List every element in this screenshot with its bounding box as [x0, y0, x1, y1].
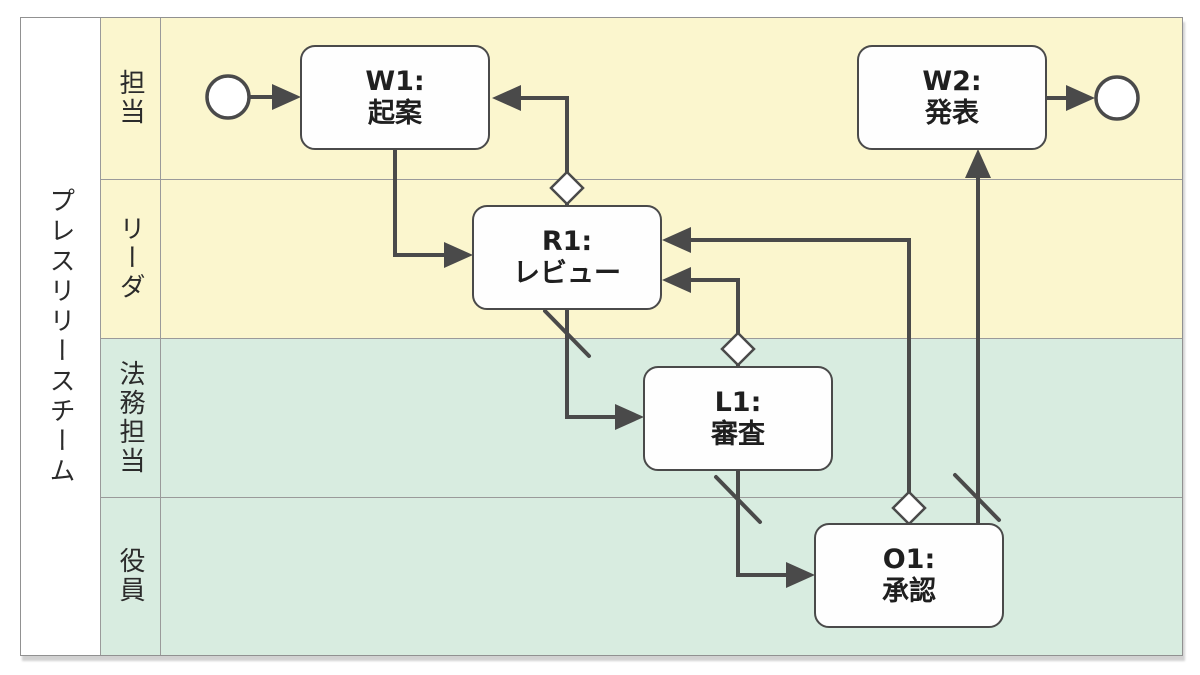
task-r1-review: R1: レビュー	[472, 205, 662, 310]
task-w2-id: W2:	[922, 65, 982, 97]
lane-label-cell-legal: 法務担当	[101, 339, 161, 497]
lane-leader: リーダ	[101, 178, 1182, 338]
task-o1-label: 承認	[882, 575, 936, 607]
lane-label-cell-leader: リーダ	[101, 179, 161, 338]
pool-title: プレスリリースチーム	[45, 186, 75, 487]
task-o1-id: O1:	[882, 543, 936, 575]
task-w1-draft: W1: 起案	[300, 45, 490, 150]
lane-label-leader: リーダ	[115, 215, 145, 303]
lane-body-leader	[161, 179, 1182, 338]
lane-label-legal: 法務担当	[115, 359, 145, 476]
lane-executive: 役員	[101, 496, 1182, 655]
task-r1-id: R1:	[541, 225, 593, 257]
lane-body-executive	[161, 497, 1182, 655]
task-w1-label: 起案	[368, 97, 422, 129]
lane-label-tantou: 担当	[115, 69, 145, 128]
task-w2-label: 発表	[925, 97, 979, 129]
task-l1-id: L1:	[714, 386, 762, 418]
task-l1-label: 審査	[711, 418, 765, 450]
task-r1-label: レビュー	[513, 257, 621, 289]
task-w2-announce: W2: 発表	[857, 45, 1047, 150]
task-w1-id: W1:	[365, 65, 425, 97]
task-o1-approval: O1: 承認	[814, 523, 1004, 628]
task-l1-examination: L1: 審査	[643, 366, 833, 471]
lane-legal: 法務担当	[101, 338, 1182, 497]
lane-label-executive: 役員	[115, 547, 145, 606]
lane-label-cell-tantou: 担当	[101, 18, 161, 179]
lane-label-cell-executive: 役員	[101, 497, 161, 655]
pool-title-cell: プレスリリースチーム	[21, 18, 101, 655]
